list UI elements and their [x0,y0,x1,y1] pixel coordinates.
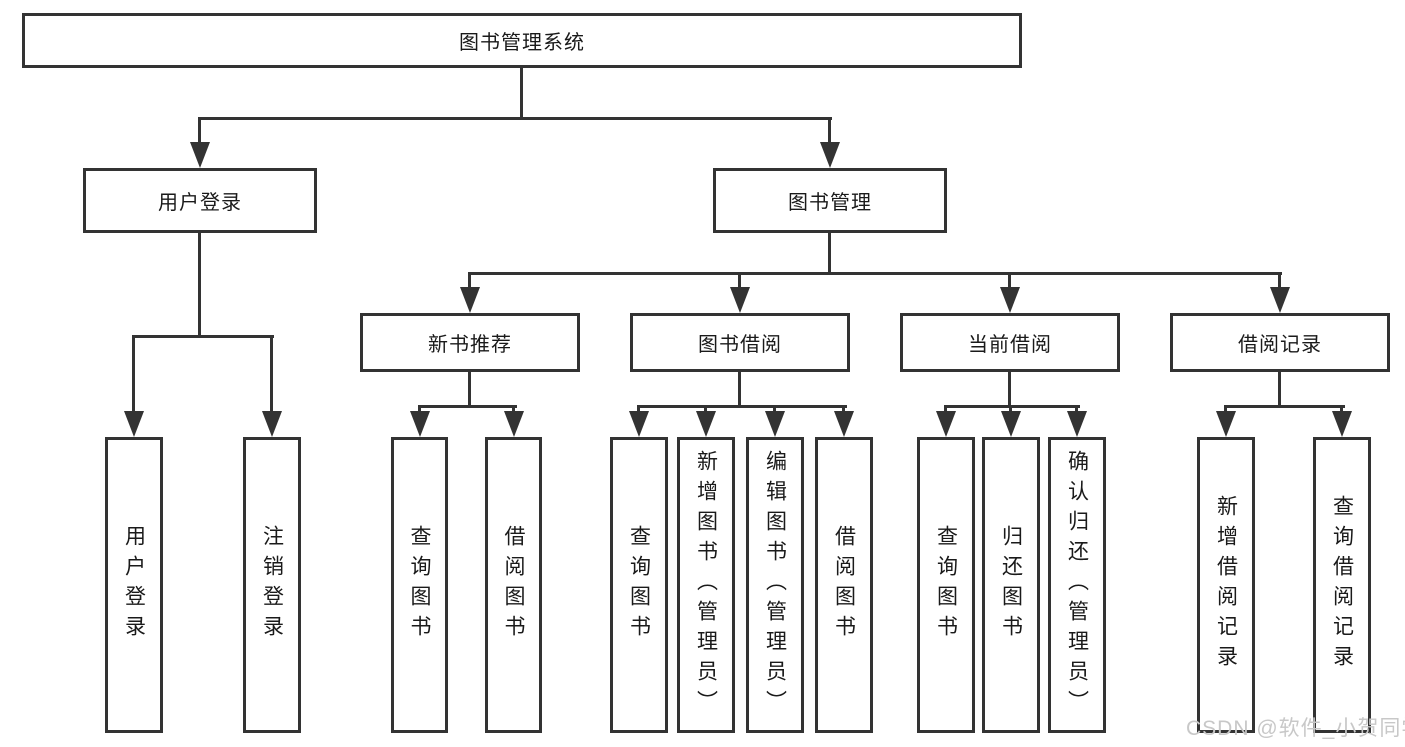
arrowhead-icon [936,411,956,437]
leaf-return-books: 归还图书 [982,437,1040,733]
connector-line [520,68,523,119]
node-root: 图书管理系统 [22,13,1022,68]
connector-line [468,272,1282,275]
connector-line [1075,405,1078,413]
arrowhead-icon [124,411,144,437]
arrowhead-icon [834,411,854,437]
connector-line [468,272,471,289]
leaf-confirm-return-admin: 确认归还（管理员） [1048,437,1106,733]
node-new-book-recommend: 新书推荐 [360,313,580,372]
arrowhead-icon [190,142,210,168]
connector-line [418,405,517,408]
connector-line [198,231,201,337]
connector-line [944,405,1080,408]
leaf-logout: 注销登录 [243,437,301,733]
arrowhead-icon [460,287,480,313]
connector-line [1009,405,1012,413]
leaf-query-books-borrow: 查询图书 [610,437,668,733]
connector-line [637,405,640,413]
csdn-watermark: CSDN @软件_小贺同学 [1186,717,1405,740]
connector-line [738,370,741,407]
leaf-query-borrow-record: 查询借阅记录 [1313,437,1371,733]
arrowhead-icon [696,411,716,437]
leaf-borrow-books: 借阅图书 [815,437,873,733]
leaf-user-login: 用户登录 [105,437,163,733]
connector-line [1224,405,1345,408]
arrowhead-icon [1000,287,1020,313]
arrowhead-icon [1001,411,1021,437]
connector-line [944,405,947,413]
arrowhead-icon [1067,411,1087,437]
node-book-management: 图书管理 [713,168,947,233]
connector-line [132,335,274,338]
node-current-borrowing: 当前借阅 [900,313,1120,372]
arrowhead-icon [1216,411,1236,437]
connector-line [198,117,832,120]
connector-line [828,231,831,275]
connector-line [637,405,847,408]
connector-line [828,117,831,144]
arrowhead-icon [765,411,785,437]
connector-line [1008,272,1011,289]
arrowhead-icon [820,142,840,168]
connector-line [198,117,201,144]
connector-line [270,335,273,413]
connector-line [1278,370,1281,407]
arrowhead-icon [504,411,524,437]
leaf-edit-books-admin: 编辑图书（管理员） [746,437,804,733]
node-user-login: 用户登录 [83,168,317,233]
connector-line [1224,405,1227,413]
leaf-query-books-newbook: 查询图书 [391,437,448,733]
arrowhead-icon [262,411,282,437]
leaf-add-books-admin: 新增图书（管理员） [677,437,735,733]
connector-line [1340,405,1343,413]
connector-line [704,405,707,413]
connector-line [512,405,515,413]
connector-line [842,405,845,413]
connector-line [1008,370,1011,407]
connector-line [468,370,471,407]
arrowhead-icon [410,411,430,437]
connector-line [1278,272,1281,289]
arrowhead-icon [730,287,750,313]
arrowhead-icon [1332,411,1352,437]
arrowhead-icon [1270,287,1290,313]
node-borrowing-records: 借阅记录 [1170,313,1390,372]
connector-line [773,405,776,413]
leaf-borrow-books-newbook: 借阅图书 [485,437,542,733]
leaf-add-borrow-record: 新增借阅记录 [1197,437,1255,733]
arrowhead-icon [629,411,649,437]
connector-line [418,405,421,413]
connector-line [738,272,741,289]
connector-line [132,335,135,413]
node-book-borrowing: 图书借阅 [630,313,850,372]
leaf-query-books-current: 查询图书 [917,437,975,733]
